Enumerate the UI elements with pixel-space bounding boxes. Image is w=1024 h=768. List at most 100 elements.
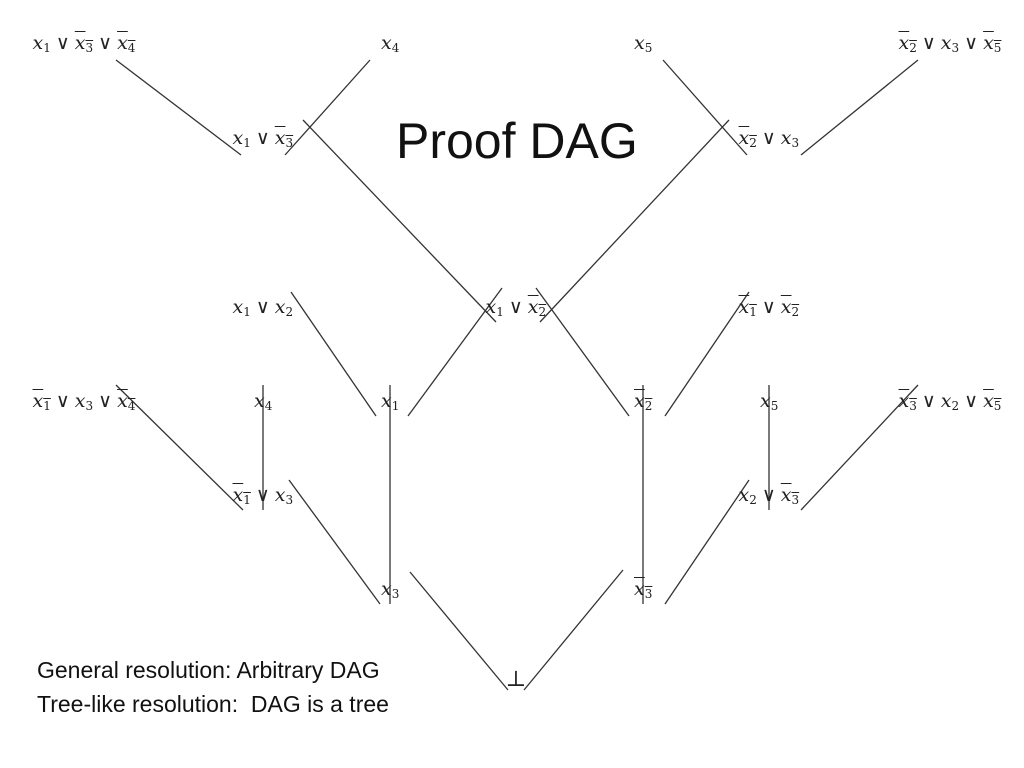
literal-variable: x [738, 484, 750, 506]
literal-index: 1 [43, 399, 51, 413]
literal-index: 3 [791, 136, 800, 150]
literal: x2 [274, 296, 294, 319]
literal-index: 2 [749, 136, 757, 150]
or-operator: ∨ [98, 390, 113, 412]
or-operator: ∨ [964, 32, 979, 54]
edge-n9-n13 [664, 291, 750, 417]
negated-literal: x1 [233, 484, 251, 507]
literal-variable: x [527, 296, 539, 318]
clause-node: x2∨x3 [738, 127, 800, 150]
literal: x5 [760, 390, 779, 413]
literal: x4 [381, 32, 400, 55]
literal: x3 [940, 32, 959, 55]
clause-node: x1∨x3 [233, 127, 294, 150]
literal-variable: x [274, 296, 286, 318]
literal-variable: x [898, 32, 910, 54]
literal-variable: x [232, 296, 244, 318]
literal-index: 4 [391, 41, 400, 55]
literal-index: 2 [951, 399, 960, 413]
literal-variable: x [738, 296, 750, 318]
literal-index: 1 [749, 305, 757, 319]
clause-node: x1∨x3∨x4 [33, 32, 136, 55]
literal-index: 1 [391, 399, 400, 413]
literal-variable: x [254, 390, 265, 412]
negated-literal: x1 [738, 296, 757, 319]
slide-title: Proof DAG [396, 113, 638, 169]
clause-node: x3 [381, 578, 400, 601]
literal-variable: x [634, 390, 645, 412]
literal-index: 3 [85, 399, 94, 413]
literal-index: 2 [285, 305, 294, 319]
literal-variable: x [983, 390, 994, 412]
edge-n7-n12 [290, 291, 377, 417]
or-operator: ∨ [255, 484, 270, 506]
or-operator: ∨ [255, 296, 270, 318]
literal-variable: x [780, 296, 792, 318]
edge-n10-n16 [115, 384, 244, 511]
literal-index: 1 [243, 305, 251, 319]
literal-index: 3 [391, 587, 400, 601]
clause-node: x1∨x2 [738, 296, 800, 319]
or-operator: ∨ [255, 127, 270, 149]
edge-n1-n5 [115, 59, 242, 156]
caption-general-resolution: General resolution: Arbitrary DAG [37, 657, 380, 683]
literal: x1 [33, 32, 51, 55]
literal-variable: x [634, 578, 645, 600]
literal-variable: x [940, 32, 952, 54]
edge-n8-n13 [535, 287, 630, 417]
literal-variable: x [898, 390, 910, 412]
clause-node: x5 [760, 390, 779, 413]
or-operator: ∨ [964, 390, 979, 412]
negated-literal: x3 [898, 390, 917, 413]
literal-index: 2 [749, 493, 757, 507]
literal-index: 3 [791, 493, 800, 507]
literal-index: 4 [264, 399, 273, 413]
negated-literal: x1 [33, 390, 51, 413]
literal: x4 [254, 390, 273, 413]
clause-node: x2∨x3 [738, 484, 800, 507]
literal-variable: x [381, 390, 392, 412]
literal: x1 [381, 390, 400, 413]
or-operator: ∨ [921, 390, 936, 412]
literal-variable: x [983, 32, 994, 54]
clause-node: x2∨x3∨x5 [898, 32, 1002, 55]
clause-node: x4 [254, 390, 273, 413]
literal-variable: x [117, 32, 128, 54]
negated-literal: x2 [634, 390, 652, 413]
literal-index: 5 [993, 41, 1002, 55]
clause-node: x1∨x3∨x4 [33, 390, 136, 413]
or-operator: ∨ [761, 296, 776, 318]
literal-index: 3 [644, 587, 653, 601]
edge-n8-n12 [407, 287, 503, 417]
literal-variable: x [780, 127, 792, 149]
negated-literal: x3 [781, 484, 800, 507]
negated-literal: x5 [983, 390, 1002, 413]
literal: x1 [232, 296, 251, 319]
literal-index: 5 [993, 399, 1002, 413]
literal-variable: x [381, 32, 392, 54]
literal: x2 [738, 484, 757, 507]
edge-n3-n6 [662, 59, 748, 156]
clause-node: x1∨x3 [233, 484, 294, 507]
or-operator: ∨ [55, 390, 70, 412]
literal: x2 [941, 390, 960, 413]
negated-literal: x3 [634, 578, 653, 601]
bottom-symbol: ⊥ [505, 667, 527, 692]
literal: x5 [634, 32, 652, 55]
clause-node: x2 [634, 390, 652, 413]
literal-index: 1 [243, 136, 251, 150]
literal-variable: x [117, 390, 128, 412]
literal-variable: x [738, 127, 750, 149]
literal: x3 [274, 484, 293, 507]
edge-n5-n8 [302, 119, 497, 323]
literal: x3 [780, 127, 800, 150]
clause-node: x1∨x2 [232, 296, 294, 319]
literal: x1 [233, 127, 251, 150]
literal-index: 1 [43, 41, 51, 55]
literal-index: 4 [127, 399, 136, 413]
literal-index: 2 [791, 305, 800, 319]
literal-variable: x [274, 484, 286, 506]
literal-index: 5 [770, 399, 779, 413]
literal-variable: x [381, 578, 392, 600]
